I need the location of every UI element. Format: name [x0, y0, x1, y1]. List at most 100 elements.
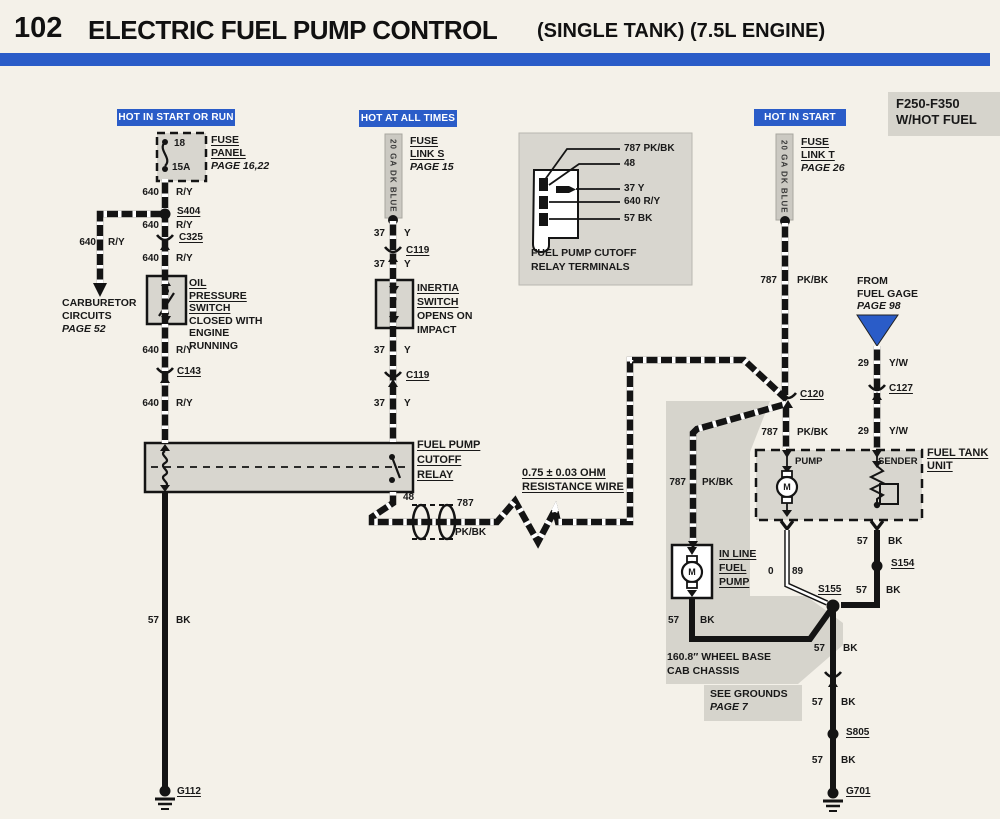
- terminal-48-label: 48: [624, 158, 636, 169]
- wire-color: BK: [843, 643, 858, 654]
- ground-symbol-g701: [823, 787, 843, 812]
- fuse-link-s-name2: LINK S: [410, 148, 445, 160]
- relay-terminals-title: FUEL PUMP CUTOFF RELAY TERMINALS: [531, 247, 637, 274]
- fuse-panel-page-ref: PAGE 16,22: [211, 160, 270, 172]
- banner-hot-in-start-or-run: HOT IN START OR RUN: [117, 109, 235, 126]
- wheel-base-line1: 160.8″ WHEEL BASE: [667, 651, 772, 663]
- page-number: 102: [14, 12, 63, 44]
- fuel-gage-line1: FROM: [857, 275, 888, 287]
- wire-num: 640: [142, 398, 159, 409]
- hollow-wire: [784, 530, 829, 606]
- wire-num: 57: [856, 536, 868, 547]
- fuse-panel-name2: PANEL: [211, 147, 246, 159]
- wire-color: R/Y: [176, 345, 193, 356]
- inline-name2: FUEL: [719, 562, 747, 574]
- wire-num: 37: [373, 259, 385, 270]
- wire-color: Y: [404, 345, 411, 356]
- connector-inline: [823, 671, 843, 687]
- model-note-line2: W/HOT FUEL: [896, 112, 977, 127]
- gage-triangle-icon: [856, 314, 899, 347]
- fuse-link-t-gauge: 20 GA DK BLUE: [779, 140, 789, 214]
- wire-color: R/Y: [176, 220, 193, 231]
- relay-label: FUEL PUMP CUTOFF RELAY: [417, 438, 480, 483]
- wire-color: R/Y: [176, 398, 193, 409]
- wire-num: 640: [142, 253, 159, 264]
- splice-s155: [826, 599, 840, 613]
- model-note: F250-F350 W/HOT FUEL: [888, 92, 1000, 136]
- label-c119-a: C119: [406, 245, 430, 256]
- oil-pressure-switch-label: OIL PRESSURE SWITCH CLOSED WITH ENGINE R…: [189, 277, 263, 352]
- from-fuel-gage-label: FROM FUEL GAGE PAGE 98: [857, 275, 918, 313]
- label-c143: C143: [177, 366, 201, 377]
- fuse-link-t-bar: [775, 133, 794, 226]
- connector-c120: [778, 392, 798, 408]
- splice-s154: [871, 560, 883, 572]
- wire-color: Y/W: [889, 426, 908, 437]
- fuel-gage-line2: FUEL GAGE: [857, 287, 919, 300]
- carburetor-line1: CARBURETOR: [62, 297, 137, 309]
- relay-terminals-title2: RELAY TERMINALS: [531, 260, 630, 273]
- sender-label: SENDER: [878, 456, 918, 467]
- fuse-link-t-name2: LINK T: [801, 149, 835, 161]
- tank-name2: UNIT: [927, 460, 953, 472]
- carburetor-line2: CIRCUITS: [62, 310, 112, 322]
- connector-c325: [155, 234, 175, 250]
- ops-name2: PRESSURE: [189, 289, 247, 302]
- banner-hot-at-all-times: HOT AT ALL TIMES: [359, 110, 457, 127]
- fuel-gage-page-ref: PAGE 98: [857, 300, 901, 312]
- wire-num: 0: [768, 566, 774, 577]
- shield-rings: [411, 503, 457, 541]
- wire-num: 640: [142, 345, 159, 356]
- see-grounds-line1: SEE GROUNDS: [710, 688, 788, 700]
- wire-num: 57: [856, 585, 868, 596]
- terminal-640-label: 640 R/Y: [624, 196, 661, 207]
- carburetor-page-ref: PAGE 52: [62, 323, 106, 335]
- terminal-37-label: 37 Y: [624, 183, 645, 194]
- fuse-terminal-label: 18: [174, 138, 186, 149]
- wire-num: 57: [668, 615, 680, 626]
- ground-symbol-g112: [155, 785, 175, 810]
- fuse-link-s-name1: FUSE: [410, 135, 439, 147]
- wheel-base-line2: CAB CHASSIS: [667, 665, 740, 677]
- wire-color: R/Y: [176, 187, 193, 198]
- inertia-name2: SWITCH: [417, 296, 459, 308]
- fuse-link-s-label: FUSE LINK S PAGE 15: [410, 135, 454, 174]
- tank-name1: FUEL TANK: [927, 447, 989, 459]
- inline-motor-m: M: [688, 567, 696, 577]
- relay-name2: CUTOFF: [417, 454, 462, 466]
- wire-color: PK/BK: [702, 477, 734, 488]
- tank-motor-m: M: [783, 482, 791, 492]
- fuse-link-t-page-ref: PAGE 26: [801, 162, 845, 174]
- fuel-tank-unit-label: FUEL TANK UNIT: [927, 447, 988, 473]
- label-c127: C127: [889, 383, 913, 394]
- inline-name3: PUMP: [719, 576, 750, 588]
- wire-color: R/Y: [108, 237, 125, 248]
- label-s805: S805: [846, 727, 870, 738]
- ops-name1: OIL: [189, 277, 207, 289]
- splice-s805: [827, 728, 839, 740]
- label-c120: C120: [800, 389, 824, 400]
- wire-color: BK: [841, 755, 856, 766]
- ops-note1: CLOSED WITH: [189, 314, 263, 327]
- wire-num: 57: [811, 697, 823, 708]
- label-s154: S154: [891, 558, 915, 569]
- connector-c119-b: [383, 371, 403, 387]
- wire-num: 787: [669, 477, 686, 488]
- wire-num: 37: [373, 345, 385, 356]
- header-rule: [0, 53, 990, 66]
- wire-num: 48: [403, 492, 415, 503]
- wire-color: PK/BK: [797, 275, 829, 286]
- label-g701: G701: [846, 786, 871, 797]
- connector-symbols: [155, 234, 887, 687]
- relay-box: [143, 441, 415, 494]
- ops-name3: SWITCH: [189, 302, 231, 314]
- label-s155: S155: [818, 584, 842, 595]
- wire-color: BK: [888, 536, 903, 547]
- wire-num: 37: [373, 228, 385, 239]
- fuse-panel-box: [155, 131, 208, 183]
- pump-label: PUMP: [795, 456, 823, 467]
- resistance-line1: 0.75 ± 0.03 OHM: [522, 467, 606, 479]
- resistance-line2: RESISTANCE WIRE: [522, 481, 624, 493]
